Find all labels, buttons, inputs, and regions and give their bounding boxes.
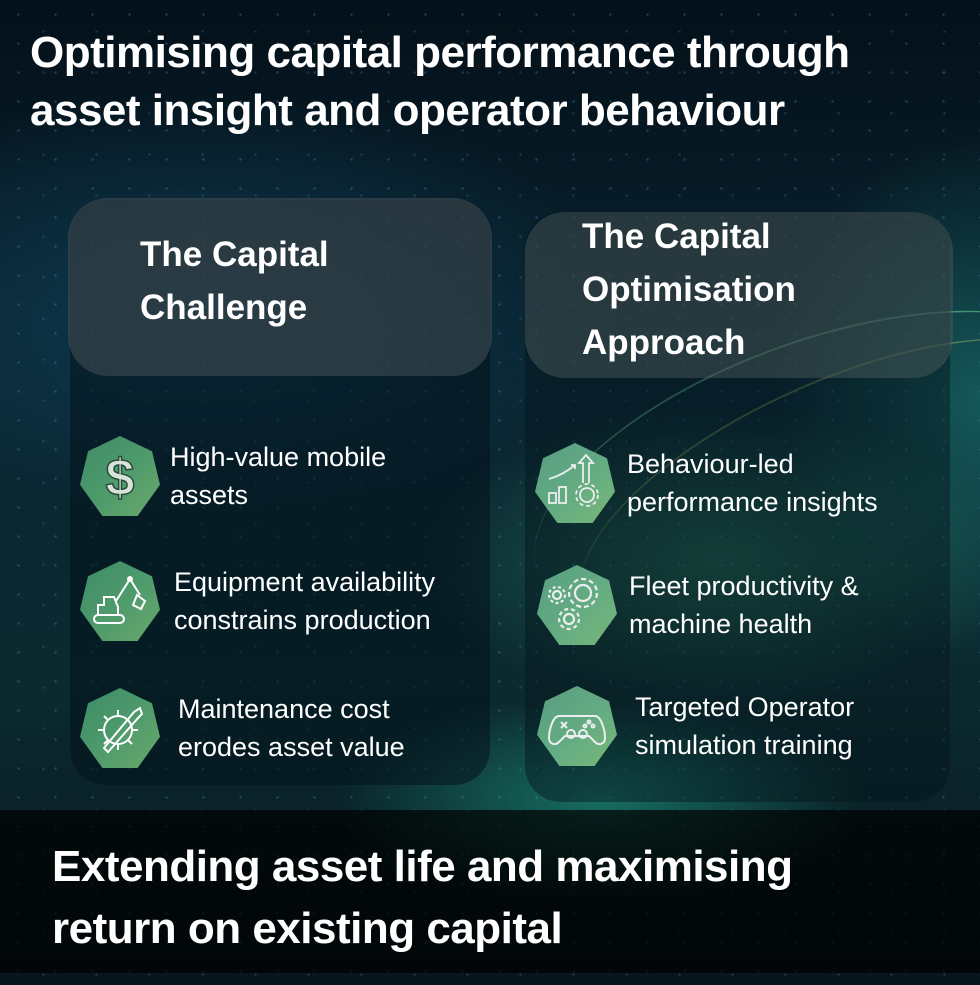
item-text: High-value mobile assets [170, 438, 386, 514]
item-line: Fleet productivity & [629, 571, 859, 601]
approach-item: Fleet productivity & machine health [537, 565, 859, 645]
item-line: constrains production [174, 605, 431, 635]
item-line: simulation training [635, 730, 853, 760]
item-line: performance insights [627, 487, 878, 517]
item-text: Fleet productivity & machine health [629, 567, 859, 643]
item-text: Maintenance cost erodes asset value [178, 690, 405, 766]
optimisation-approach-header: The Capital Optimisation Approach [525, 212, 953, 378]
item-line: Behaviour-led [627, 449, 794, 479]
item-text: Equipment availability constrains produc… [174, 563, 435, 639]
panel-heading: The Capital Challenge [140, 228, 329, 334]
footer-text: Extending asset life and maximising retu… [52, 836, 793, 960]
footer-line: Extending asset life and maximising [52, 842, 793, 891]
item-text: Behaviour-led performance insights [627, 445, 878, 521]
challenge-item: Equipment availability constrains produc… [80, 561, 435, 641]
svg-text:$: $ [106, 449, 135, 506]
challenge-item: $ High-value mobile assets [80, 436, 386, 516]
footer-banner: Extending asset life and maximising retu… [0, 810, 980, 973]
heading-line: Approach [582, 323, 746, 362]
item-text: Targeted Operator simulation training [635, 688, 854, 764]
page-title: Optimising capital performance through a… [30, 24, 970, 140]
footer-line: return on existing capital [52, 904, 563, 953]
challenge-item: Maintenance cost erodes asset value [80, 688, 405, 768]
dollar-icon: $ [80, 436, 160, 516]
item-line: erodes asset value [178, 732, 405, 762]
item-line: Maintenance cost [178, 694, 390, 724]
title-line: asset insight and operator behaviour [30, 86, 785, 135]
approach-item: Behaviour-led performance insights [535, 443, 878, 523]
panel-heading: The Capital Optimisation Approach [582, 210, 796, 369]
item-line: assets [170, 480, 249, 510]
heading-line: Optimisation [582, 270, 796, 309]
heading-line: Challenge [140, 288, 308, 327]
heading-line: The Capital [140, 235, 329, 274]
item-line: Targeted Operator [635, 692, 855, 722]
excavator-icon [80, 561, 160, 641]
title-line: Optimising capital performance through [30, 28, 850, 77]
item-line: Equipment availability [174, 567, 436, 597]
item-line: High-value mobile [170, 442, 387, 472]
item-line: machine health [629, 609, 813, 639]
gear-wrench-icon [80, 688, 160, 768]
capital-challenge-header: The Capital Challenge [68, 198, 492, 376]
gears-icon [537, 565, 617, 645]
growth-chart-gear-icon [535, 443, 615, 523]
gamepad-icon [537, 686, 617, 766]
approach-item: Targeted Operator simulation training [537, 686, 854, 766]
heading-line: The Capital [582, 217, 771, 256]
